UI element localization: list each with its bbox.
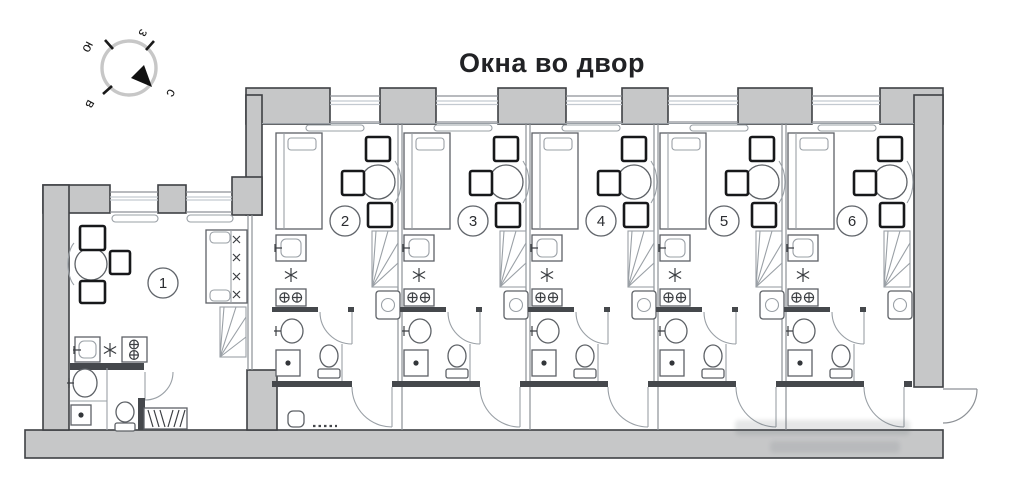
- cooker-hood-symbol: [103, 343, 117, 357]
- window: [436, 95, 498, 123]
- window: [812, 95, 880, 123]
- unit-6: [782, 123, 915, 429]
- stairs: [219, 306, 247, 358]
- compass-south-label: ю: [79, 39, 98, 56]
- compass-north-arrow-icon: [131, 65, 152, 87]
- unit-label: 1: [147, 267, 179, 299]
- window: [186, 191, 232, 213]
- unit-label: 6: [836, 205, 868, 237]
- entry-door-right: [942, 388, 978, 424]
- compass-north-label: с: [163, 87, 180, 101]
- chair: [78, 279, 107, 305]
- washbasin: [67, 368, 98, 398]
- svg-text:5: 5: [720, 213, 728, 230]
- watermark: [735, 420, 910, 453]
- unit-5: [654, 123, 787, 429]
- svg-text:1: 1: [159, 275, 167, 292]
- compass: с ю в з: [79, 27, 180, 112]
- radiator: [186, 214, 234, 223]
- stove: [121, 336, 148, 363]
- unit-3: [398, 123, 531, 429]
- interior-wall: [138, 398, 145, 430]
- shower: [70, 404, 92, 426]
- corridor: [287, 388, 978, 428]
- compass-west-label: з: [135, 27, 152, 40]
- windows: [110, 95, 914, 213]
- svg-text:4: 4: [597, 213, 605, 230]
- sofa: [205, 229, 248, 304]
- window: [110, 191, 158, 213]
- unit-1: [67, 214, 248, 432]
- right-wall: [913, 94, 944, 388]
- drying-rack: [143, 407, 188, 430]
- window: [566, 95, 622, 123]
- unit1-left-wall: [42, 184, 70, 431]
- chair: [78, 224, 107, 252]
- compass-ticks: [102, 39, 155, 95]
- svg-text:3: 3: [469, 213, 477, 230]
- unit-4: [526, 123, 659, 429]
- compass-east-label: в: [82, 97, 100, 111]
- svg-text:2: 2: [341, 213, 349, 230]
- chair: [108, 249, 132, 276]
- toilet: [114, 401, 136, 432]
- unit-labels: 1 2 3 4 5 6: [147, 205, 868, 299]
- unit-label: 3: [457, 205, 489, 237]
- interior-door: [144, 371, 174, 401]
- window: [330, 95, 380, 123]
- page-title: Окна во двор: [459, 48, 645, 78]
- unit-label: 4: [585, 205, 617, 237]
- unit-label: 2: [329, 205, 361, 237]
- interior-wall: [70, 363, 144, 370]
- unit-label: 5: [708, 205, 740, 237]
- radiator: [111, 214, 159, 223]
- window: [668, 95, 738, 123]
- compass-ring: [100, 39, 158, 97]
- unit-2: [270, 123, 403, 429]
- stool: [287, 410, 305, 428]
- svg-text:6: 6: [848, 213, 856, 230]
- kitchen-sink: [73, 336, 101, 363]
